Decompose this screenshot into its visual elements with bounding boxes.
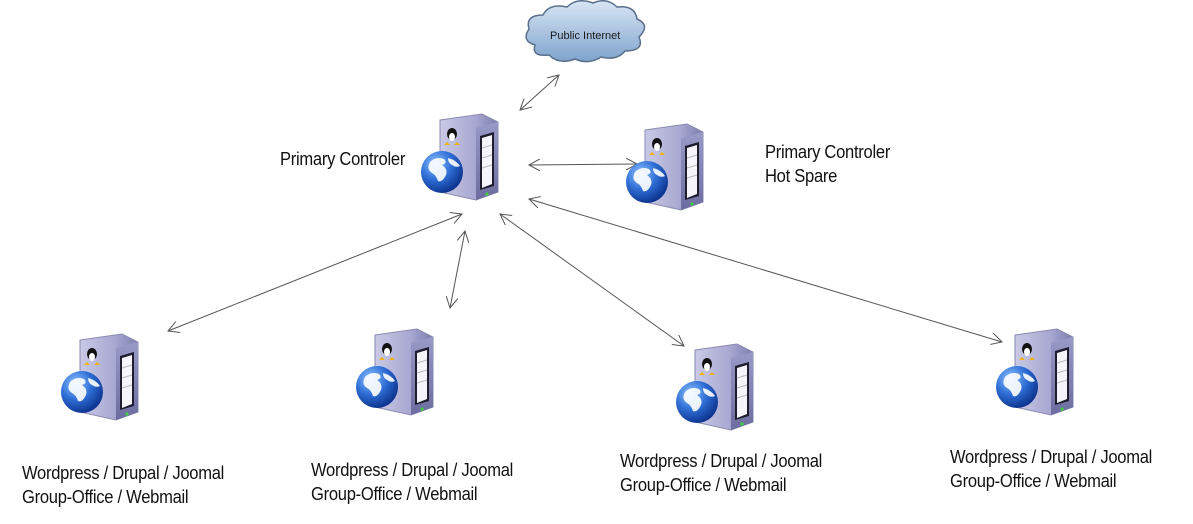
spare-label: Primary Controler Hot Spare xyxy=(765,140,890,188)
worker-4-label: Wordpress / Drupal / Joomal Group-Office… xyxy=(950,445,1152,493)
cloud-label: Public Internet xyxy=(550,30,621,42)
worker-3-server-icon xyxy=(675,343,754,431)
worker-2-server-icon xyxy=(355,328,434,416)
worker-4-server-icon xyxy=(995,328,1074,416)
public-internet-cloud xyxy=(525,0,646,63)
spare-label-line2: Hot Spare xyxy=(765,166,838,186)
worker-2-label: Wordpress / Drupal / Joomal Group-Office… xyxy=(311,458,513,506)
worker-3-label-line1: Wordpress / Drupal / Joomal xyxy=(620,451,823,471)
spare-label-line1: Primary Controler xyxy=(765,142,891,162)
connection-primary-worker-2 xyxy=(450,231,465,308)
worker-2-label-line1: Wordpress / Drupal / Joomal xyxy=(311,460,514,480)
worker-1-server-icon xyxy=(60,333,139,421)
worker-4-label-line1: Wordpress / Drupal / Joomal xyxy=(950,447,1153,467)
worker-1-label: Wordpress / Drupal / Joomal Group-Office… xyxy=(22,461,224,509)
connection-primary-worker-3 xyxy=(500,214,684,346)
spare-server-icon xyxy=(625,123,704,211)
worker-1-label-line2: Group-Office / Webmail xyxy=(22,487,189,507)
primary-label: Primary Controler xyxy=(280,149,406,169)
connection-primary-spare xyxy=(529,164,637,165)
cloud-icon xyxy=(525,0,646,63)
worker-1-label-line1: Wordpress / Drupal / Joomal xyxy=(22,463,225,483)
worker-4-label-line2: Group-Office / Webmail xyxy=(950,471,1117,491)
connection-primary-worker-4 xyxy=(529,199,1002,342)
primary-server-icon xyxy=(420,113,499,201)
connection-primary-worker-1 xyxy=(168,214,462,331)
worker-3-label-line2: Group-Office / Webmail xyxy=(620,475,787,495)
connection-primary-cloud xyxy=(520,75,559,110)
worker-2-label-line2: Group-Office / Webmail xyxy=(311,484,478,504)
worker-3-label: Wordpress / Drupal / Joomal Group-Office… xyxy=(620,449,822,497)
